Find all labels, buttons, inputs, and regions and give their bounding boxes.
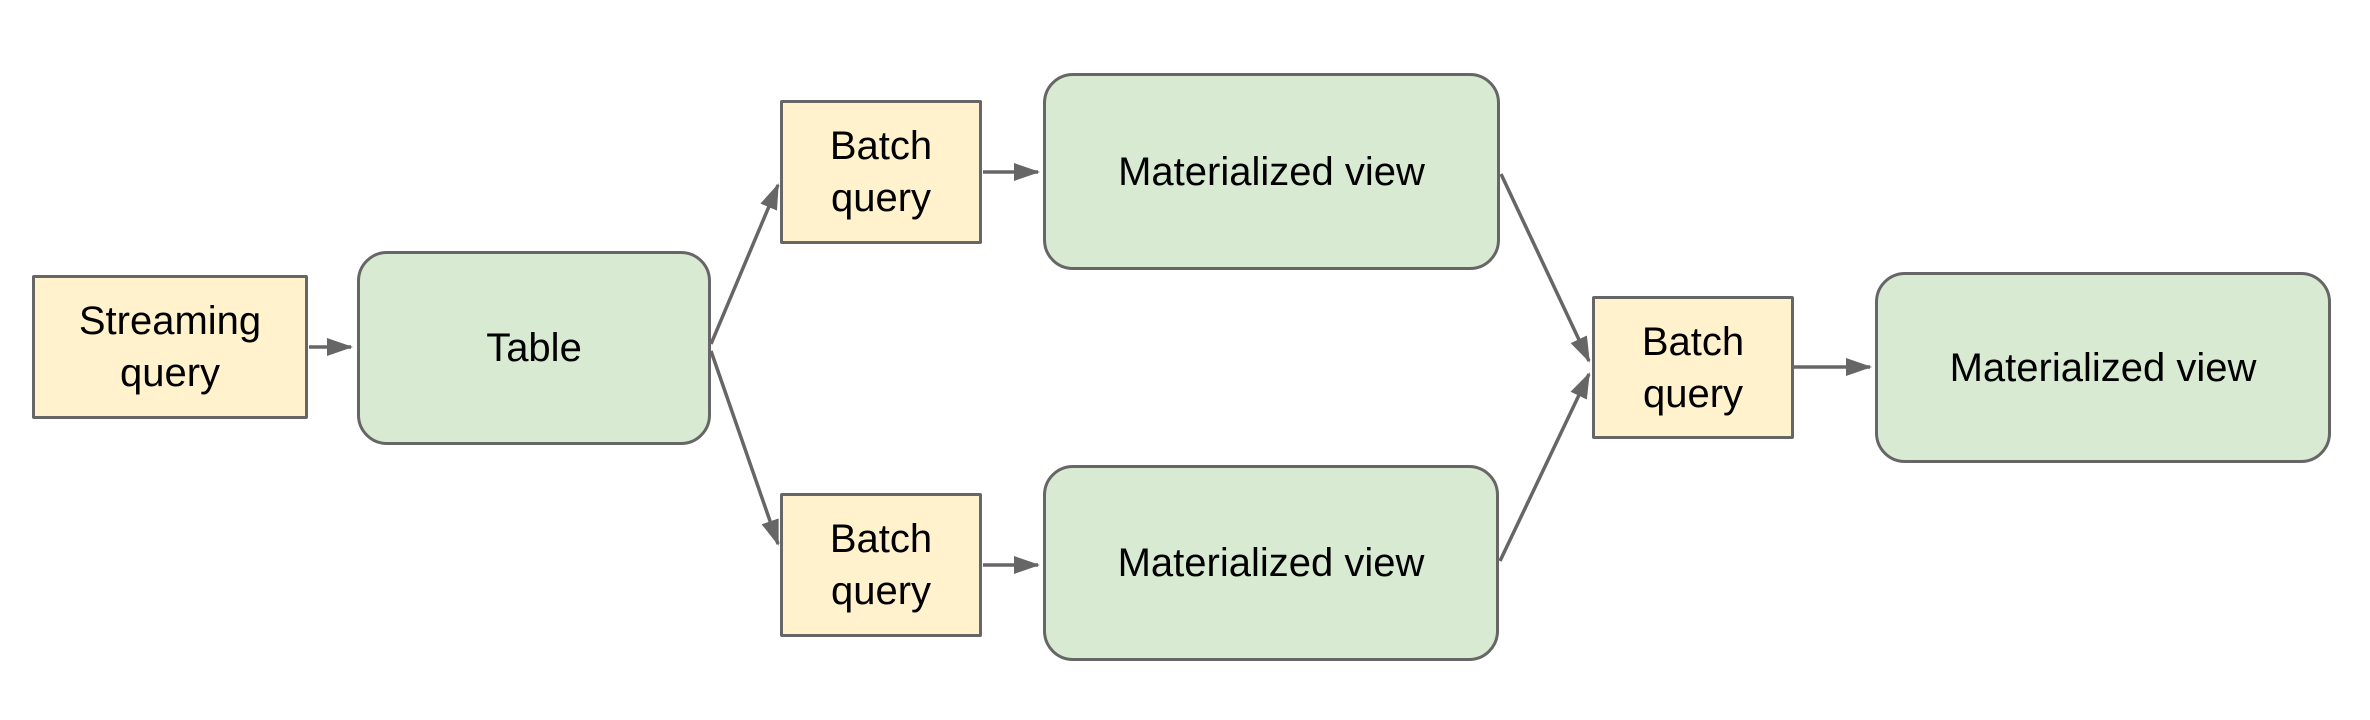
node-batch-query-top: Batch query: [780, 100, 982, 244]
node-materialized-view-final: Materialized view: [1875, 272, 2331, 463]
arrow-table-to-batch-bottom: [709, 350, 780, 546]
node-table-label: Table: [486, 326, 582, 370]
node-batch-query-bottom: Batch query: [780, 493, 982, 637]
node-materialized-view-final-label: Materialized view: [1949, 345, 2257, 390]
node-materialized-view-top-label: Materialized view: [1118, 149, 1425, 194]
node-materialized-view-top: Materialized view: [1043, 73, 1500, 270]
node-table: Table: [357, 251, 711, 445]
node-batch-query-bottom-label: Batch query: [829, 517, 933, 613]
node-streaming-query-label: Streaming query: [78, 299, 262, 395]
node-materialized-view-bottom-label: Materialized view: [1117, 541, 1425, 585]
arrow-mv-top-to-batch-center: [1499, 173, 1591, 363]
node-batch-query-center: Batch query: [1592, 296, 1794, 439]
node-streaming-query: Streaming query: [32, 275, 308, 419]
node-batch-query-top-label: Batch query: [829, 124, 933, 220]
arrow-mv-bottom-to-batch-center: [1498, 372, 1591, 562]
node-batch-query-center-label: Batch query: [1641, 319, 1745, 416]
node-materialized-view-bottom: Materialized view: [1043, 465, 1499, 661]
arrow-table-to-batch-top: [709, 183, 780, 345]
